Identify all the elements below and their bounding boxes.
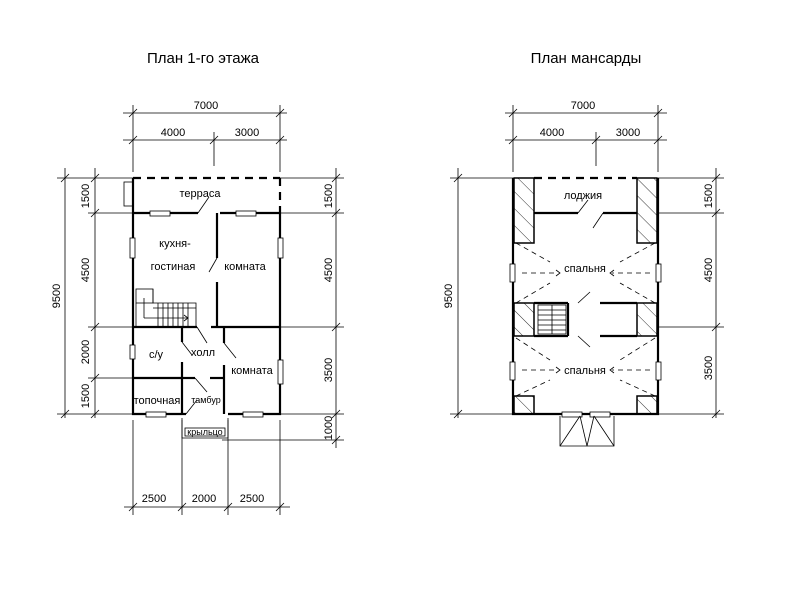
plan1-dim-top-left: 4000 [161, 127, 185, 139]
plan2-dimension-labels: 7000 4000 3000 9500 1500 4500 3500 [443, 100, 715, 380]
room-label-vestibule: тамбур [191, 395, 220, 405]
room-label-bedroom-upper: спальня [564, 263, 606, 275]
plan2-dim-left-total: 9500 [443, 284, 455, 308]
plan1-dimension-lines [57, 105, 344, 515]
plan1-dim-left-4: 1500 [80, 384, 92, 408]
room-label-loggia: лоджия [564, 190, 602, 202]
plan2-door-swings [577, 199, 604, 348]
plan1-staircase [135, 288, 197, 327]
plan2-dim-right-2: 4500 [703, 258, 715, 282]
plan2-walls [511, 176, 660, 416]
plan2-title: План мансарды [531, 50, 642, 67]
plan2-dim-right-1: 1500 [703, 184, 715, 208]
plan2-room-labels: лоджия спальня спальня [564, 190, 606, 377]
plan1-dimension-labels: 7000 4000 3000 9500 1500 4500 2000 1500 … [51, 100, 335, 505]
plan1-dim-top-right: 3000 [235, 127, 259, 139]
room-label-kitchen-line2: гостиная [151, 261, 196, 273]
plan2-dim-right-3: 3500 [703, 356, 715, 380]
room-label-wc: с/у [149, 349, 164, 361]
plan1-door-swings [181, 196, 237, 415]
room-label-hall: холл [191, 347, 215, 359]
plan1-dim-bottom-3: 2500 [240, 493, 264, 505]
plan1-dim-right-1: 1500 [323, 184, 335, 208]
plan1-title: План 1-го этажа [147, 50, 260, 67]
plan1-dim-right-2: 4500 [323, 258, 335, 282]
plan1-dim-left-1: 1500 [80, 184, 92, 208]
plan1-dim-left-3: 2000 [80, 340, 92, 364]
plan1-porch [181, 418, 229, 439]
plan1-dim-right-4: 1000 [323, 416, 335, 440]
plan2-windows [509, 263, 662, 418]
plan2-roof-slope-arrows [515, 242, 656, 397]
plan2-dim-top-total: 7000 [571, 100, 595, 112]
room-label-kitchen-line1: кухня- [159, 238, 191, 250]
plan1-dim-right-3: 3500 [323, 358, 335, 382]
plan1-dim-left-total: 9500 [51, 284, 63, 308]
room-label-porch: крыльцо [187, 427, 222, 437]
plan2-dim-top-left: 4000 [540, 127, 564, 139]
room-label-room2: комната [231, 365, 273, 377]
room-label-room1: комната [224, 261, 266, 273]
plan2-staircase [537, 304, 567, 335]
plan2-balcony [559, 415, 615, 447]
plan1-room-labels: терраса кухня- гостиная комната комната … [134, 188, 274, 437]
plan1-dim-top-total: 7000 [194, 100, 218, 112]
plan1-chimney [123, 181, 134, 207]
plan1-dim-bottom-2: 2000 [192, 493, 216, 505]
room-label-boiler: топочная [134, 395, 181, 407]
plan1-dim-bottom-1: 2500 [142, 493, 166, 505]
plan2-hatched-walls [513, 177, 658, 415]
room-label-terrace: терраса [179, 188, 221, 200]
room-label-bedroom-lower: спальня [564, 365, 606, 377]
plan2-dimension-lines [450, 105, 724, 419]
plan1-dim-left-2: 4500 [80, 258, 92, 282]
plan1-windows [129, 210, 284, 418]
plan2-dim-top-right: 3000 [616, 127, 640, 139]
